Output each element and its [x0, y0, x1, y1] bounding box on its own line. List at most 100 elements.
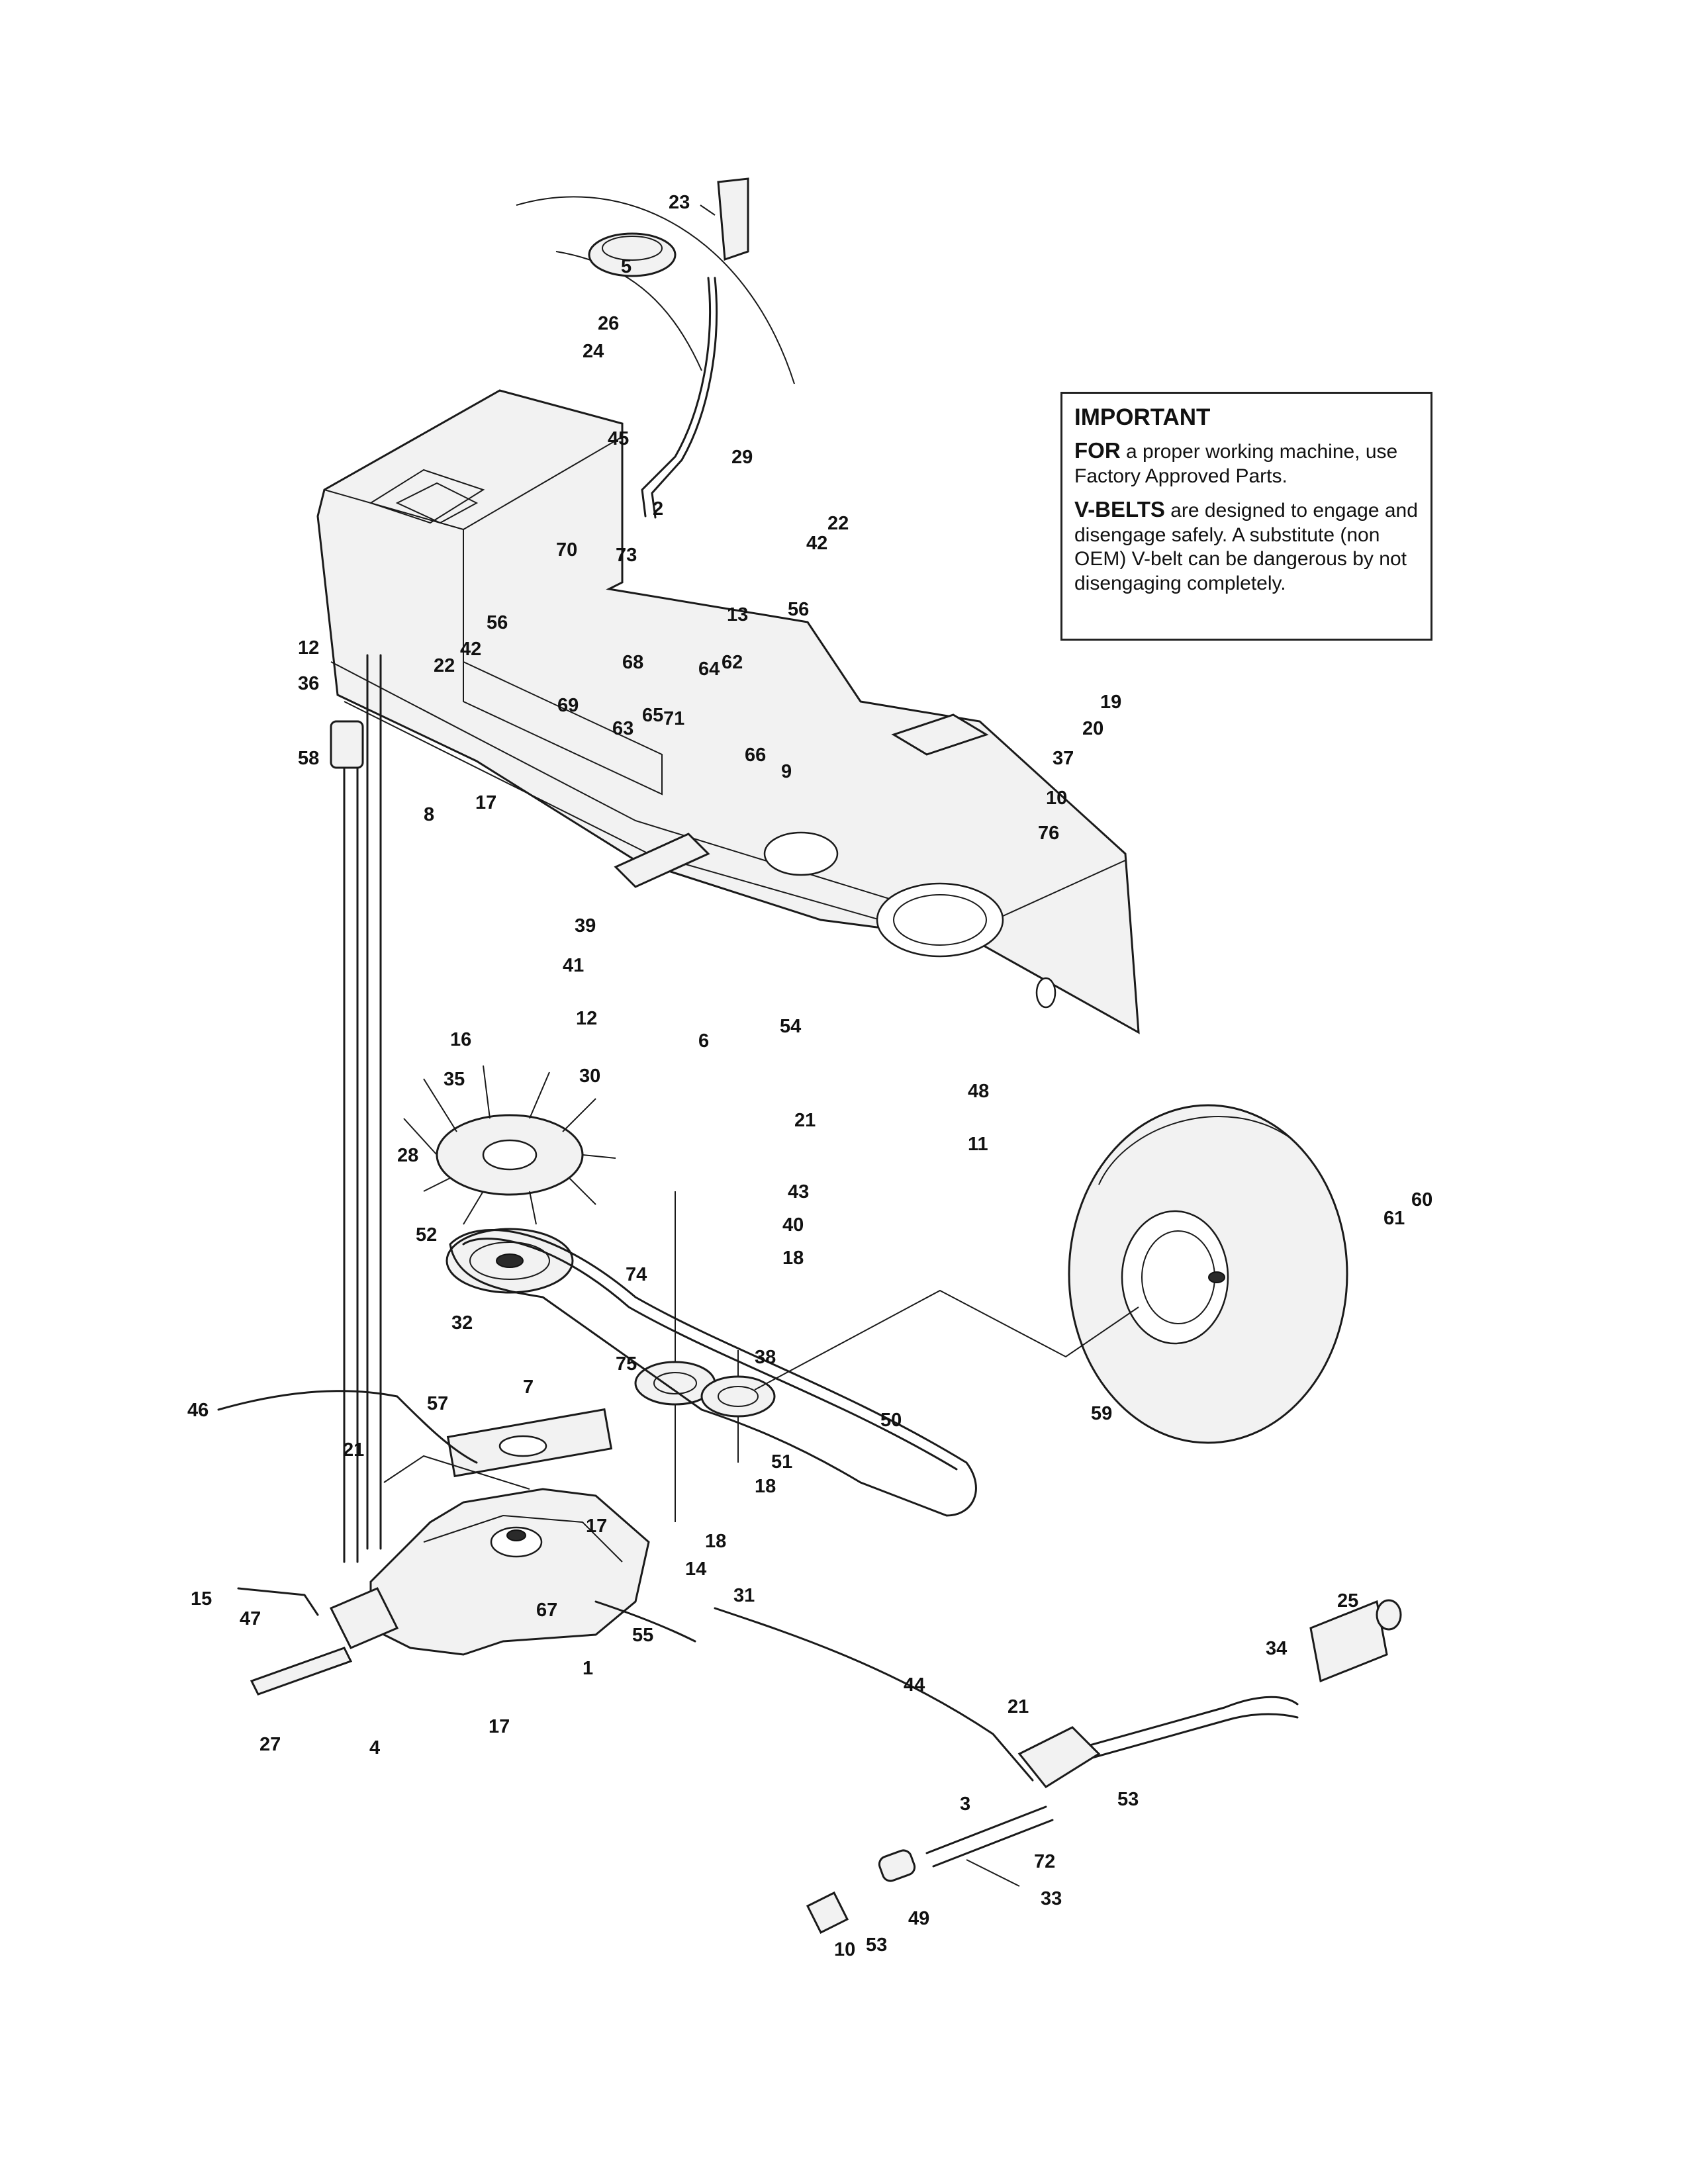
notice-para2-lead: V-BELTS	[1074, 497, 1165, 522]
callout-27: 27	[259, 1734, 281, 1755]
callout-67: 67	[536, 1600, 557, 1621]
callout-8: 8	[424, 804, 434, 825]
callout-73: 73	[616, 545, 637, 566]
callout-6: 6	[698, 1030, 709, 1052]
callout-18-b: 18	[755, 1476, 776, 1497]
callout-71: 71	[663, 708, 684, 729]
callout-53-b: 53	[866, 1934, 887, 1956]
callout-17-b: 17	[586, 1516, 607, 1537]
notice-title: IMPORTANT	[1074, 404, 1211, 430]
callout-66: 66	[745, 745, 766, 766]
callout-17-c: 17	[489, 1716, 510, 1737]
callout-30: 30	[579, 1066, 600, 1087]
callout-32: 32	[451, 1312, 473, 1334]
callout-64: 64	[698, 659, 720, 680]
callout-21-c: 21	[1008, 1696, 1029, 1717]
vertical-rods	[330, 654, 739, 1563]
callout-45: 45	[608, 428, 629, 449]
callouts: 23 5 26 24 45 29 2 22 42 70 73 56 13 12 …	[187, 192, 1432, 1960]
callout-52: 52	[416, 1224, 437, 1246]
pulleys-and-belt	[445, 1228, 977, 1517]
callout-5: 5	[621, 256, 632, 277]
callout-29: 29	[731, 447, 753, 468]
callout-2: 2	[653, 498, 663, 520]
callout-23: 23	[669, 192, 690, 213]
callout-42: 42	[806, 533, 827, 554]
callout-61: 61	[1383, 1208, 1405, 1229]
callout-36: 36	[298, 673, 319, 694]
callout-60: 60	[1411, 1189, 1432, 1210]
callout-35: 35	[444, 1069, 465, 1090]
wheel-pointer	[754, 1289, 1139, 1390]
callout-18-c: 18	[705, 1531, 726, 1552]
callout-12: 12	[298, 637, 319, 659]
callout-72: 72	[1034, 1851, 1055, 1872]
callout-20: 20	[1082, 718, 1103, 739]
callout-24: 24	[583, 341, 604, 362]
callout-46: 46	[187, 1400, 209, 1421]
callout-10: 10	[1046, 788, 1067, 809]
callout-12-lower: 12	[576, 1008, 597, 1029]
shift-lever	[641, 177, 749, 519]
callout-40: 40	[782, 1214, 804, 1236]
cooling-fan	[403, 1065, 616, 1225]
notice-para2-text: are designed to engage and disengage saf…	[1074, 500, 1418, 594]
callout-49: 49	[908, 1908, 929, 1929]
callout-53: 53	[1117, 1789, 1139, 1810]
callout-54: 54	[780, 1016, 801, 1037]
callout-44: 44	[904, 1674, 925, 1696]
callout-25: 25	[1337, 1590, 1358, 1612]
callout-9: 9	[781, 761, 792, 782]
callout-74: 74	[626, 1264, 647, 1285]
callout-18: 18	[782, 1248, 804, 1269]
callout-13: 13	[727, 604, 748, 625]
callout-65: 65	[642, 705, 663, 726]
callout-69: 69	[557, 695, 579, 716]
callout-22-left: 22	[434, 655, 455, 676]
callout-56-left: 56	[487, 612, 508, 633]
callout-75: 75	[616, 1353, 637, 1375]
callout-38: 38	[755, 1347, 776, 1368]
callout-59: 59	[1091, 1403, 1112, 1424]
notice-paragraph-2: V-BELTS are designed to engage and disen…	[1074, 496, 1419, 596]
callout-55: 55	[632, 1625, 653, 1646]
rods-and-links	[217, 1390, 1299, 1868]
tractor-frame	[316, 389, 1140, 1034]
callout-62: 62	[722, 652, 743, 673]
callout-10-b: 10	[834, 1939, 855, 1960]
pedal-shaft	[806, 1849, 1020, 1934]
cup-holder	[588, 232, 677, 277]
callout-14: 14	[685, 1559, 706, 1580]
callout-63: 63	[612, 718, 633, 739]
notice-paragraph-1: FOR a proper working machine, use Factor…	[1074, 437, 1419, 488]
notice-para1-text: a proper working machine, use Factory Ap…	[1074, 441, 1398, 487]
callout-17: 17	[475, 792, 496, 813]
callout-56: 56	[788, 599, 809, 620]
callout-4: 4	[369, 1737, 380, 1758]
callout-41: 41	[563, 955, 584, 976]
callout-68: 68	[622, 652, 643, 673]
callout-28: 28	[397, 1145, 418, 1166]
callout-31: 31	[733, 1585, 755, 1606]
callout-39: 39	[575, 915, 596, 936]
callout-50: 50	[880, 1410, 902, 1431]
callout-42-left: 42	[460, 639, 481, 660]
callout-22: 22	[827, 513, 849, 534]
dash-arc	[516, 196, 795, 385]
callout-76: 76	[1038, 823, 1059, 844]
callout-57: 57	[427, 1393, 448, 1414]
callout-26: 26	[598, 313, 619, 334]
callout-34: 34	[1266, 1638, 1287, 1659]
notice-para1-lead: FOR	[1074, 438, 1121, 463]
callout-43: 43	[788, 1181, 809, 1203]
important-notice-box: IMPORTANT FOR a proper working machine, …	[1060, 392, 1432, 641]
transaxle-pointer	[383, 1455, 530, 1490]
callout-21-b: 21	[343, 1439, 364, 1461]
callout-47: 47	[240, 1608, 261, 1629]
callout-58: 58	[298, 748, 319, 769]
callout-15: 15	[191, 1588, 212, 1610]
callout-21: 21	[794, 1110, 816, 1131]
callout-16: 16	[450, 1029, 471, 1050]
pedal-grip	[1309, 1599, 1402, 1683]
